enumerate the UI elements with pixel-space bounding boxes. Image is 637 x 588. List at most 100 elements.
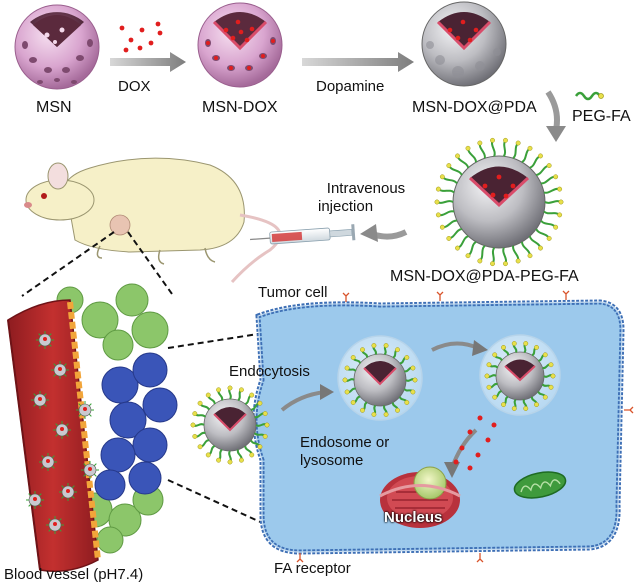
vessel-nanoparticle: [46, 516, 64, 534]
fa-ligand: [238, 457, 244, 463]
fa-ligand: [410, 365, 416, 371]
fa-ligand: [216, 457, 222, 463]
blood-vessel: [7, 299, 101, 572]
fa-ligand: [360, 347, 365, 353]
label-nucleus: Nucleus: [384, 509, 443, 526]
fa-ligand: [558, 199, 564, 205]
fa-ligand: [486, 384, 492, 390]
label-blood-vessel: Blood vessel (pH7.4): [4, 566, 144, 583]
fa-ligand: [249, 392, 255, 398]
tumor-cluster: [56, 283, 178, 554]
arrow-dox-step: [110, 52, 186, 72]
fa-ligand: [548, 362, 554, 368]
fa-ligand: [197, 444, 203, 450]
fa-ligand: [342, 377, 348, 383]
vessel-nanoparticle: [53, 421, 71, 439]
fa-ligand: [344, 389, 350, 395]
label-injection: injection: [318, 198, 374, 215]
label-final-nanoparticle: MSN-DOX@PDA-PEG-FA: [390, 268, 579, 285]
fa-ligand: [484, 373, 490, 379]
vessel-nanoparticle: [26, 491, 44, 509]
label-endosome: Endosome or: [300, 434, 390, 451]
fa-ligand: [197, 400, 203, 406]
vessel-nanoparticles: [26, 331, 99, 534]
arrow-dopamine-step: [302, 52, 414, 72]
fa-ligand: [465, 253, 471, 259]
fa-ligand: [344, 365, 350, 371]
fa-ligand: [227, 385, 233, 391]
fa-ligand: [192, 433, 198, 439]
fa-ligand: [542, 352, 548, 358]
vessel-nanoparticle: [31, 391, 49, 409]
arrow-injection-step: [360, 224, 408, 242]
fa-ligand: [492, 394, 498, 400]
fa-ligand: [395, 347, 400, 353]
peg-fa-corona: [190, 137, 564, 465]
fa-ligand: [383, 412, 389, 417]
fa-ligand: [360, 407, 365, 413]
fa-ligand: [446, 235, 452, 241]
fa-ligand: [515, 140, 521, 146]
label-dox: DOX: [118, 78, 151, 95]
label-msn-dox: MSN-DOX: [202, 99, 278, 116]
fa-ligand: [257, 444, 263, 450]
msn-particle-icon: [14, 4, 100, 90]
fa-ligand: [435, 186, 441, 192]
fa-ligand: [527, 253, 533, 259]
peg-fa-icon: [574, 91, 604, 101]
vessel-nanoparticle: [59, 483, 77, 501]
fa-ligand: [538, 245, 543, 251]
fa-ligand: [264, 422, 270, 428]
label-dopamine: Dopamine: [316, 78, 385, 95]
fa-ligand: [439, 174, 445, 180]
fa-ligand: [455, 245, 460, 251]
fa-ligand: [523, 341, 529, 346]
fa-ligand: [249, 452, 255, 458]
syringe-icon: [250, 224, 356, 245]
fa-ligand: [227, 459, 233, 465]
fa-ligand: [404, 400, 410, 405]
fa-ligand: [434, 199, 440, 205]
fa-ligand: [477, 140, 483, 146]
fa-ligand: [538, 153, 543, 159]
label-fa-receptor: FA receptor: [274, 560, 351, 577]
fa-ligand: [553, 174, 559, 180]
fa-ligand: [542, 394, 548, 400]
mitochondrion-icon: [513, 471, 567, 499]
fa-ligand: [439, 224, 445, 230]
label-intravenous: Intravenous: [326, 180, 406, 197]
fa-ligand: [534, 344, 539, 350]
fa-ligand: [216, 387, 222, 393]
mouse-illustration: [24, 157, 282, 284]
fa-ligand: [546, 163, 552, 169]
vessel-nanoparticle: [51, 361, 69, 379]
arrow-endosome-transport: [431, 340, 488, 356]
fa-ligand: [546, 235, 552, 241]
fa-ligand: [534, 402, 539, 408]
vessel-nanoparticle: [39, 453, 57, 471]
fa-ligand: [412, 377, 418, 383]
label-msn: MSN: [36, 99, 72, 116]
fa-ligand: [205, 452, 211, 458]
label-tumor-cell: Tumor cell: [258, 284, 328, 301]
arrow-endocytosis: [280, 384, 334, 412]
fa-ligand: [190, 422, 196, 428]
fa-ligand: [486, 362, 492, 368]
vessel-nanoparticle: [36, 331, 54, 349]
fa-ligand: [371, 343, 377, 348]
fa-ligand: [523, 406, 529, 411]
fa-ligand: [477, 258, 483, 264]
vessel-nanoparticle: [81, 461, 99, 479]
fa-ligand: [492, 352, 498, 358]
label-msn-dox-pda: MSN-DOX@PDA: [412, 99, 537, 116]
fa-ligand: [503, 137, 508, 143]
fa-ligand: [383, 343, 389, 348]
fa-ligand: [192, 411, 198, 417]
fa-ligand: [205, 392, 211, 398]
endosome-1: [337, 335, 423, 421]
fa-ligand: [490, 261, 495, 267]
fa-ligand: [548, 384, 554, 390]
label-lysosome: lysosome: [300, 452, 364, 469]
